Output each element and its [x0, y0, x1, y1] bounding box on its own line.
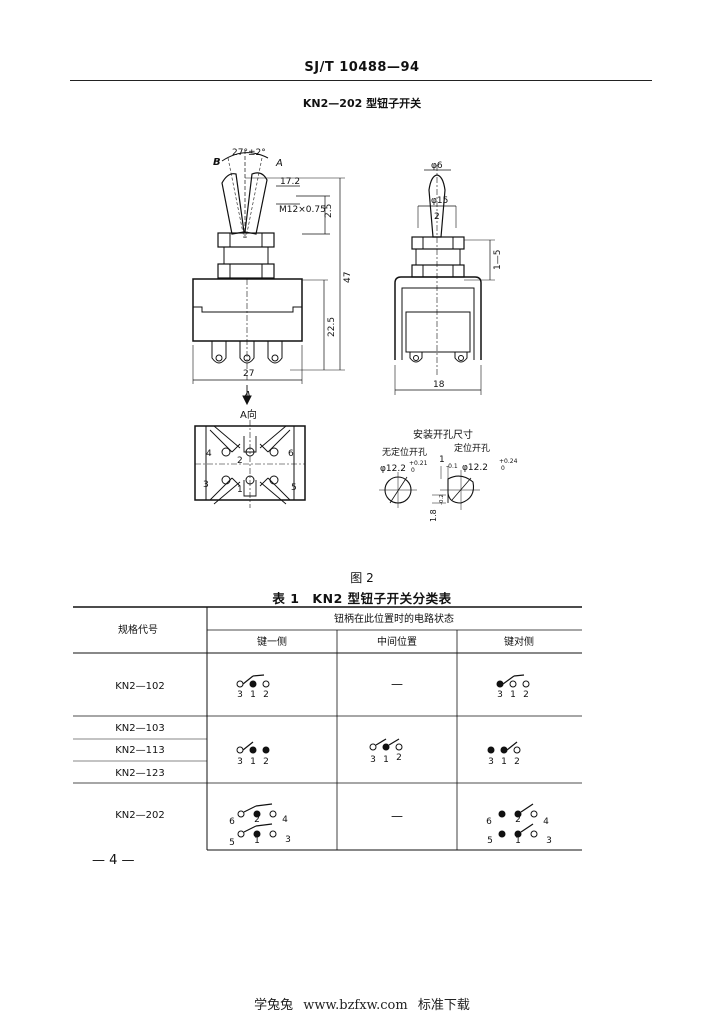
view-a: [194, 420, 306, 508]
label-b: B: [213, 157, 221, 168]
header-rule: [70, 80, 652, 81]
sym-label: 2: [254, 815, 260, 825]
figure-title: KN2—202 型钮子开关: [302, 97, 422, 110]
row-model: KN2—102: [115, 681, 165, 692]
switch-symbol: [236, 674, 270, 688]
dim-phi6: φ6: [431, 161, 443, 171]
sym-label: 2: [514, 757, 520, 767]
sym-label: 3: [285, 835, 291, 845]
switch-symbol: [236, 741, 270, 754]
side-view: [394, 165, 495, 395]
dim-thread: M12×0.75: [279, 205, 326, 215]
label-a-arrow: A: [243, 390, 251, 401]
col-group: 钮柄在此位置时的电路状态: [334, 612, 454, 625]
mount-gap-tol: -0.1: [446, 463, 458, 470]
sym-label: 3: [546, 836, 552, 846]
view-a-title: A向: [240, 408, 257, 421]
switch-symbol: [487, 741, 521, 754]
dim-18: 18: [433, 380, 445, 390]
sym-label: 5: [229, 838, 235, 848]
sym-label: 3: [497, 690, 503, 700]
mount-offset-tol: -0.2: [439, 494, 445, 505]
switch-symbol: [496, 674, 530, 688]
switch-symbol-dpdt: [237, 803, 277, 838]
mount-d1-tol: +0.21: [409, 460, 428, 467]
mount-no-pos: 无定位开孔: [382, 446, 427, 458]
terminal-4: 4: [206, 449, 212, 459]
col-side2: 键对侧: [504, 635, 534, 648]
sym-label: 3: [237, 690, 243, 700]
dash-cell: —: [391, 809, 403, 823]
sym-label: 3: [370, 755, 376, 765]
row-model: KN2—123: [115, 768, 165, 779]
dim-17-2: 17.2: [280, 177, 300, 187]
mount-d2-tol: +0.24: [499, 458, 518, 465]
sym-label: 1: [383, 755, 389, 765]
mount-holes: [379, 466, 480, 510]
mount-d2: φ12.2: [462, 463, 488, 473]
sym-label: 1: [515, 836, 521, 846]
terminal-2: 2: [237, 456, 243, 466]
dim-1-5: 1—5: [493, 250, 503, 270]
sym-label: 1: [254, 836, 260, 846]
sym-label: 2: [263, 757, 269, 767]
terminal-1: 1: [237, 485, 243, 495]
sym-label: 2: [523, 690, 529, 700]
sym-label: 2: [515, 815, 521, 825]
terminal-3: 3: [203, 480, 209, 490]
table-title: 表 1 KN2 型钮子开关分类表: [272, 591, 452, 606]
mount-offset: 1.8: [429, 509, 438, 522]
mount-d1: φ12.2: [380, 464, 406, 474]
label-a-top: A: [275, 158, 283, 169]
dim-47: 47: [343, 272, 353, 283]
dim-phi15: φ15: [431, 196, 448, 206]
dim-22-5: 22.5: [327, 317, 337, 337]
sym-label: 2: [396, 753, 402, 763]
mount-d1-tol-low: 0: [411, 467, 415, 474]
row-model: KN2—113: [115, 745, 165, 756]
table-lines: [73, 606, 582, 851]
sym-label: 3: [237, 757, 243, 767]
sym-label: 6: [229, 817, 235, 827]
row-model: KN2—202: [115, 810, 165, 821]
col-model: 规格代号: [118, 623, 158, 636]
front-view: [192, 150, 345, 406]
dim-2-5: 2.5: [324, 204, 334, 218]
watermark-footer: 学兔兔 www.bzfxw.com 标准下载: [254, 998, 470, 1013]
sym-label: 1: [501, 757, 507, 767]
standard-code: SJ/T 10488—94: [304, 60, 420, 75]
sym-label: 4: [282, 815, 288, 825]
sym-label: 2: [263, 690, 269, 700]
terminal-5: 5: [291, 483, 297, 493]
mount-gap: 1: [439, 455, 445, 465]
dash-cell: —: [391, 677, 403, 691]
mount-pos: 定位开孔: [454, 442, 490, 454]
sym-label: 6: [486, 817, 492, 827]
dim-2: 2: [434, 212, 440, 222]
figure-caption: 图 2: [350, 571, 374, 585]
sym-label: 1: [250, 757, 256, 767]
mount-title: 安装开孔尺寸: [413, 428, 473, 441]
page-number: — 4 —: [92, 853, 135, 868]
sym-label: 4: [543, 817, 549, 827]
terminal-6: 6: [288, 449, 294, 459]
mount-d2-tol-low: 0: [501, 465, 505, 472]
col-side1: 键一侧: [257, 635, 287, 648]
sym-label: 5: [487, 836, 493, 846]
sym-label: 3: [488, 757, 494, 767]
col-middle: 中间位置: [377, 635, 417, 648]
angle-label: 27°±2°: [232, 148, 266, 158]
dim-27: 27: [243, 369, 254, 379]
sym-label: 1: [250, 690, 256, 700]
switch-symbol: [369, 738, 403, 751]
switch-symbol-dpdt: [498, 803, 538, 838]
sym-label: 1: [510, 690, 516, 700]
row-model: KN2—103: [115, 723, 165, 734]
